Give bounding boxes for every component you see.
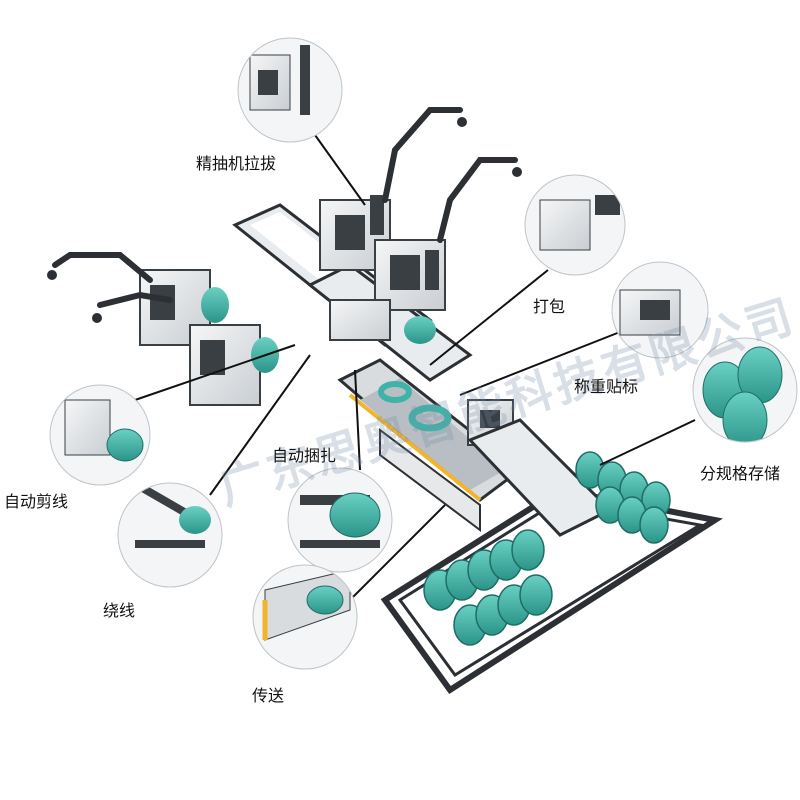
zoom-circle-packing: [525, 175, 625, 275]
label-storage: 分规格存储: [700, 464, 781, 483]
zoom-circle-cutting: [50, 385, 150, 485]
zoom-circle-bundling: [288, 468, 392, 572]
zoom-circle-weighing: [612, 262, 708, 358]
label-weighing: 称重贴标: [574, 377, 639, 396]
callout-lines: [134, 134, 696, 601]
zoom-circle-conveying: [253, 565, 357, 669]
zoom-circle-winding: [118, 483, 222, 587]
storage-coils: [423, 451, 671, 646]
zoom-circle-drawing: [238, 38, 342, 142]
machine-assembly: [47, 107, 723, 695]
drawing-machine-a: [319, 195, 391, 271]
label-auto-bundling: 自动捆扎: [272, 446, 337, 465]
zoom-circle-storage: [693, 338, 797, 442]
drawing-machine-b: [374, 239, 446, 311]
label-auto-cutting: 自动剪线: [4, 492, 69, 511]
label-packing: 打包: [533, 297, 566, 316]
label-drawing: 精抽机拉拔: [196, 154, 277, 173]
robot-arms: [52, 107, 518, 308]
label-conveying: 传送: [252, 686, 285, 705]
bundling-station: [329, 299, 452, 432]
label-winding: 绕线: [103, 601, 136, 620]
storage-frame: [380, 486, 723, 695]
